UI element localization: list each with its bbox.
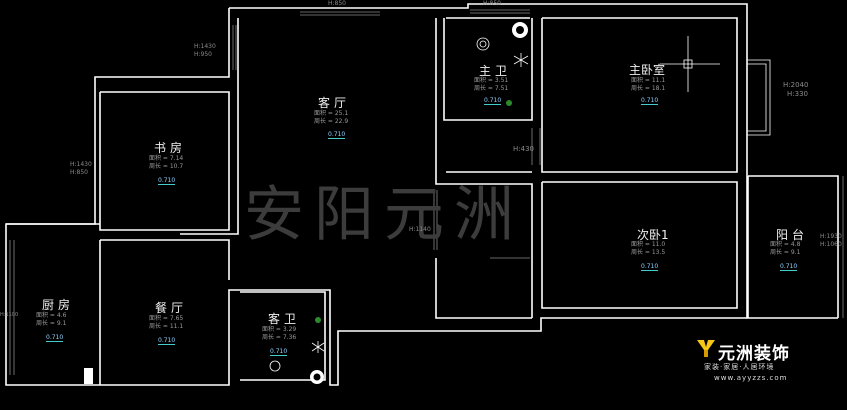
- dim-left-mid: H:1430: [70, 161, 92, 168]
- dim-left-mid-2: H:850: [70, 169, 88, 176]
- dim-left-upper: H:1430: [194, 43, 216, 50]
- dim-top: H:850: [328, 0, 346, 7]
- room-area-kitchen: 面积 = 4.6: [36, 312, 67, 319]
- dim-kitchen-left: H:1100: [0, 312, 19, 318]
- room-area-guest-bath: 面积 = 3.29: [262, 326, 297, 333]
- room-level-living: 0.710: [328, 131, 346, 139]
- dim-window-right-2: H:330: [787, 90, 808, 98]
- dim-passage: H:430: [513, 145, 534, 153]
- room-area-living: 面积 = 25.1: [314, 110, 349, 117]
- room-level-second-bed: 0.710: [641, 263, 659, 271]
- dim-balcony-right: H:1930: [820, 233, 842, 240]
- interior-walls: [99, 17, 839, 385]
- room-label-dining: 餐厅: [155, 301, 188, 315]
- room-level-dining: 0.710: [158, 337, 176, 345]
- fixtures: [84, 22, 720, 384]
- room-perimeter-living: 周长 = 22.9: [314, 118, 349, 125]
- room-label-study: 书房: [154, 141, 187, 155]
- room-label-master-bath: 主卫: [479, 64, 512, 78]
- room-label-master-bed: 主卧室: [629, 63, 666, 77]
- dim-balcony-right-2: H:1060: [820, 241, 842, 248]
- dim-left-upper-2: H:950: [194, 51, 212, 58]
- brand-name: 元洲装饰: [718, 344, 790, 364]
- dim-top-right: H:850: [483, 0, 501, 7]
- room-area-study: 面积 = 7.14: [149, 155, 184, 162]
- room-label-living: 客厅: [318, 96, 351, 110]
- room-perimeter-kitchen: 周长 = 9.1: [36, 320, 67, 327]
- dim-center: H:1140: [409, 226, 431, 233]
- brand-logo-icon: [697, 340, 715, 357]
- room-level-master-bed: 0.710: [641, 97, 659, 105]
- outer-walls: [5, 3, 838, 386]
- room-label-second-bed: 次卧1: [637, 228, 669, 242]
- room-perimeter-study: 周长 = 10.7: [149, 163, 184, 170]
- room-perimeter-master-bath: 周长 = 7.51: [474, 85, 509, 92]
- room-label-kitchen: 厨房: [42, 298, 75, 312]
- room-area-master-bed: 面积 = 11.1: [631, 77, 666, 84]
- room-area-master-bath: 面积 = 3.51: [474, 77, 509, 84]
- room-area-balcony: 面积 = 4.8: [770, 241, 801, 248]
- room-perimeter-balcony: 周长 = 9.1: [770, 249, 801, 256]
- room-perimeter-master-bed: 周长 = 18.1: [631, 85, 666, 92]
- room-area-dining: 面积 = 7.65: [149, 315, 184, 322]
- room-perimeter-second-bed: 周长 = 13.5: [631, 249, 666, 256]
- brand-slogan: 家装·家居·人居环境: [704, 363, 775, 371]
- brand-url: www.ayyzzs.com: [714, 374, 788, 382]
- room-perimeter-dining: 周长 = 11.1: [149, 323, 184, 330]
- room-label-guest-bath: 客卫: [268, 312, 301, 326]
- room-level-balcony: 0.710: [780, 263, 798, 271]
- room-label-balcony: 阳台: [776, 228, 809, 242]
- dim-window-right: H:2040: [783, 81, 809, 89]
- watermark-text: 安阳元洲: [244, 180, 524, 250]
- room-level-guest-bath: 0.710: [270, 348, 288, 356]
- room-level-master-bath: 0.710: [484, 97, 502, 105]
- room-level-kitchen: 0.710: [46, 334, 64, 342]
- room-area-second-bed: 面积 = 11.0: [631, 241, 666, 248]
- room-level-study: 0.710: [158, 177, 176, 185]
- room-perimeter-guest-bath: 周长 = 7.36: [262, 334, 297, 341]
- windows: [9, 9, 844, 375]
